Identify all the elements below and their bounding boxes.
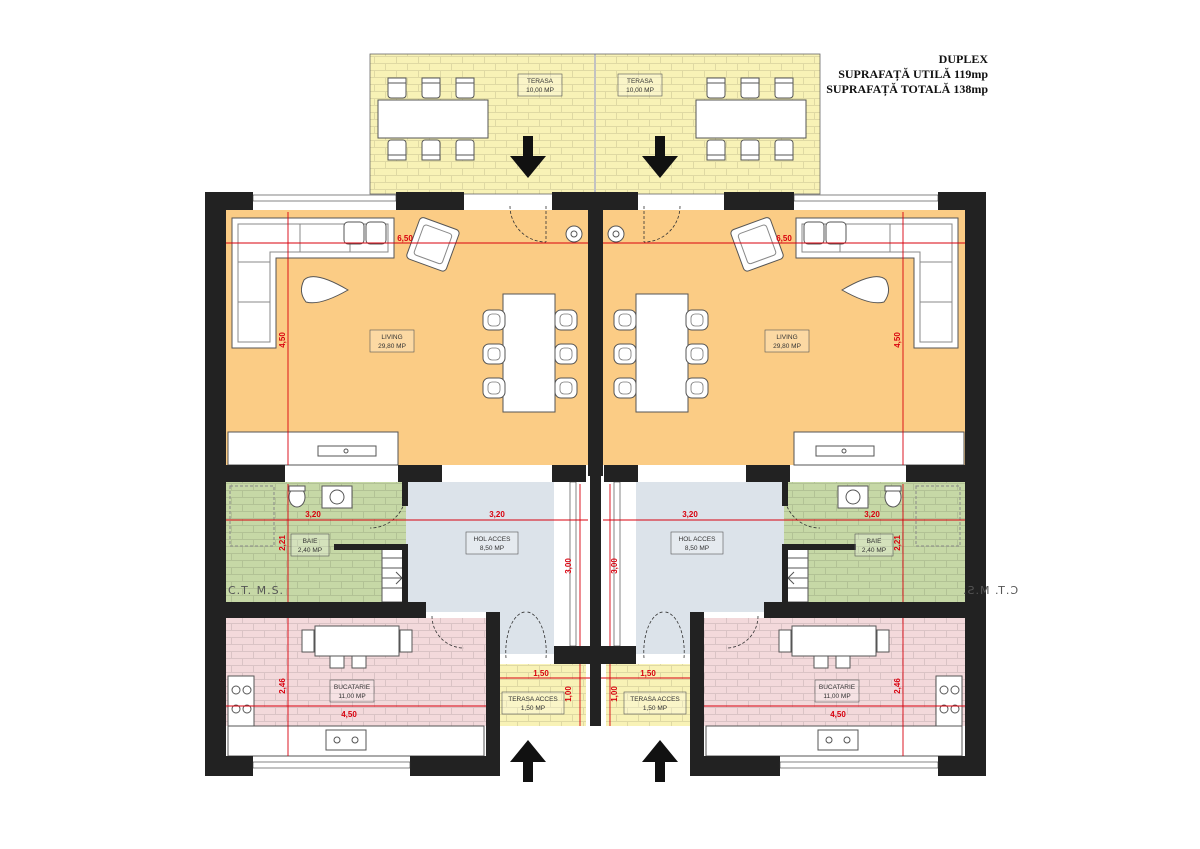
dim-baie-width-left: 3,20	[305, 510, 321, 519]
kitchen-counter-right	[705, 675, 963, 757]
dim-kitchen-width-left: 4,50	[341, 710, 357, 719]
dim-acces-depth-left: 1,00	[564, 686, 573, 702]
kitchen-counter-left	[227, 675, 485, 757]
counter-living-right	[793, 431, 965, 466]
dim-hol-depth-right: 3,00	[610, 558, 619, 574]
dining-table-left	[482, 293, 578, 413]
coffee-table-left	[300, 276, 349, 304]
dim-living-width-right: 6,50	[776, 234, 792, 243]
dim-kitchen-width-right: 4,50	[830, 710, 846, 719]
dim-living-depth-left: 4,50	[278, 332, 287, 348]
living-left-name: LIVING	[381, 334, 402, 341]
bucatarie-right-area: 11,00 MP	[823, 693, 850, 700]
dim-hol-width-right: 3,20	[682, 510, 698, 519]
living-right-name: LIVING	[776, 334, 797, 341]
terrace-table-left	[377, 77, 489, 161]
terasa-acces-left-name: TERASA ACCES	[508, 696, 558, 703]
sofa-left	[231, 217, 395, 349]
doors	[369, 205, 821, 659]
bucatarie-left-area: 11,00 MP	[338, 693, 365, 700]
hol-right-area: 8,50 MP	[685, 545, 709, 552]
dim-baie-width-right: 3,20	[864, 510, 880, 519]
useful-area-title: SUPRAFAȚĂ UTILĂ 119mp	[838, 67, 988, 81]
dim-acces-width-right: 1,50	[640, 669, 656, 678]
dining-table-right	[613, 293, 709, 413]
sofa-right	[795, 217, 959, 349]
baie-left-name: BAIE	[303, 538, 318, 545]
dim-acces-depth-right: 1,00	[610, 686, 619, 702]
terasa-acces-right-name: TERASA ACCES	[630, 696, 680, 703]
bath-fixtures-left	[229, 485, 353, 547]
technical-room-left-label: C.T. M.S.	[228, 584, 284, 597]
terasa-left-name: TERASA	[527, 78, 554, 85]
dimension-lines	[226, 212, 965, 756]
dim-baie-depth-left: 2,21	[278, 535, 287, 551]
hol-right-name: HOL ACCES	[679, 536, 717, 543]
dimension-labels: 6,50 6,50 4,50 4,50 3,20 3,20 3,20 3,20 …	[278, 234, 902, 719]
baie-right-name: BAIE	[867, 538, 882, 545]
plan-type-title: DUPLEX	[938, 52, 988, 66]
dim-acces-width-left: 1,50	[533, 669, 549, 678]
terrace-table-right	[695, 77, 807, 161]
hol-left-name: HOL ACCES	[474, 536, 512, 543]
technical-room-right-label: C.T. M.S.	[962, 584, 1018, 597]
hol-left-area: 8,50 MP	[480, 545, 504, 552]
coffee-table-right	[841, 276, 890, 304]
living-left-area: 29,80 MP	[378, 343, 406, 350]
armchair-left	[406, 217, 460, 272]
terasa-acces-right-area: 1,50 MP	[643, 705, 667, 712]
armchair-right	[730, 217, 784, 272]
total-area-title: SUPRAFAȚĂ TOTALĂ 138mp	[826, 82, 988, 96]
arrow-up-left-icon	[510, 740, 546, 782]
terasa-left-area: 10,00 MP	[526, 87, 554, 94]
dim-living-depth-right: 4,50	[893, 332, 902, 348]
dim-hol-width-left: 3,20	[489, 510, 505, 519]
terasa-right-name: TERASA	[627, 78, 654, 85]
hol-left-floor	[406, 482, 554, 612]
terasa-acces-left-area: 1,50 MP	[521, 705, 545, 712]
baie-right-area: 2,40 MP	[862, 547, 886, 554]
walls	[205, 192, 986, 776]
bucatarie-right-name: BUCATARIE	[819, 684, 856, 691]
kitchen-table-right	[778, 625, 890, 669]
baie-left-area: 2,40 MP	[298, 547, 322, 554]
room-labels: TERASA 10,00 MP TERASA 10,00 MP LIVING 2…	[228, 73, 1018, 715]
bath-fixtures-right	[837, 485, 961, 547]
hol-right-floor	[636, 482, 784, 612]
dim-hol-depth-left: 3,00	[564, 558, 573, 574]
living-right-area: 29,80 MP	[773, 343, 801, 350]
counter-living-left	[227, 431, 399, 466]
bucatarie-left-name: BUCATARIE	[334, 684, 371, 691]
terasa-right-area: 10,00 MP	[626, 87, 654, 94]
dim-living-width-left: 6,50	[397, 234, 413, 243]
dim-kitchen-depth-right: 2,46	[893, 678, 902, 694]
dim-baie-depth-right: 2,21	[893, 535, 902, 551]
arrow-up-right-icon	[642, 740, 678, 782]
dim-kitchen-depth-left: 2,46	[278, 678, 287, 694]
kitchen-table-left	[301, 625, 413, 669]
